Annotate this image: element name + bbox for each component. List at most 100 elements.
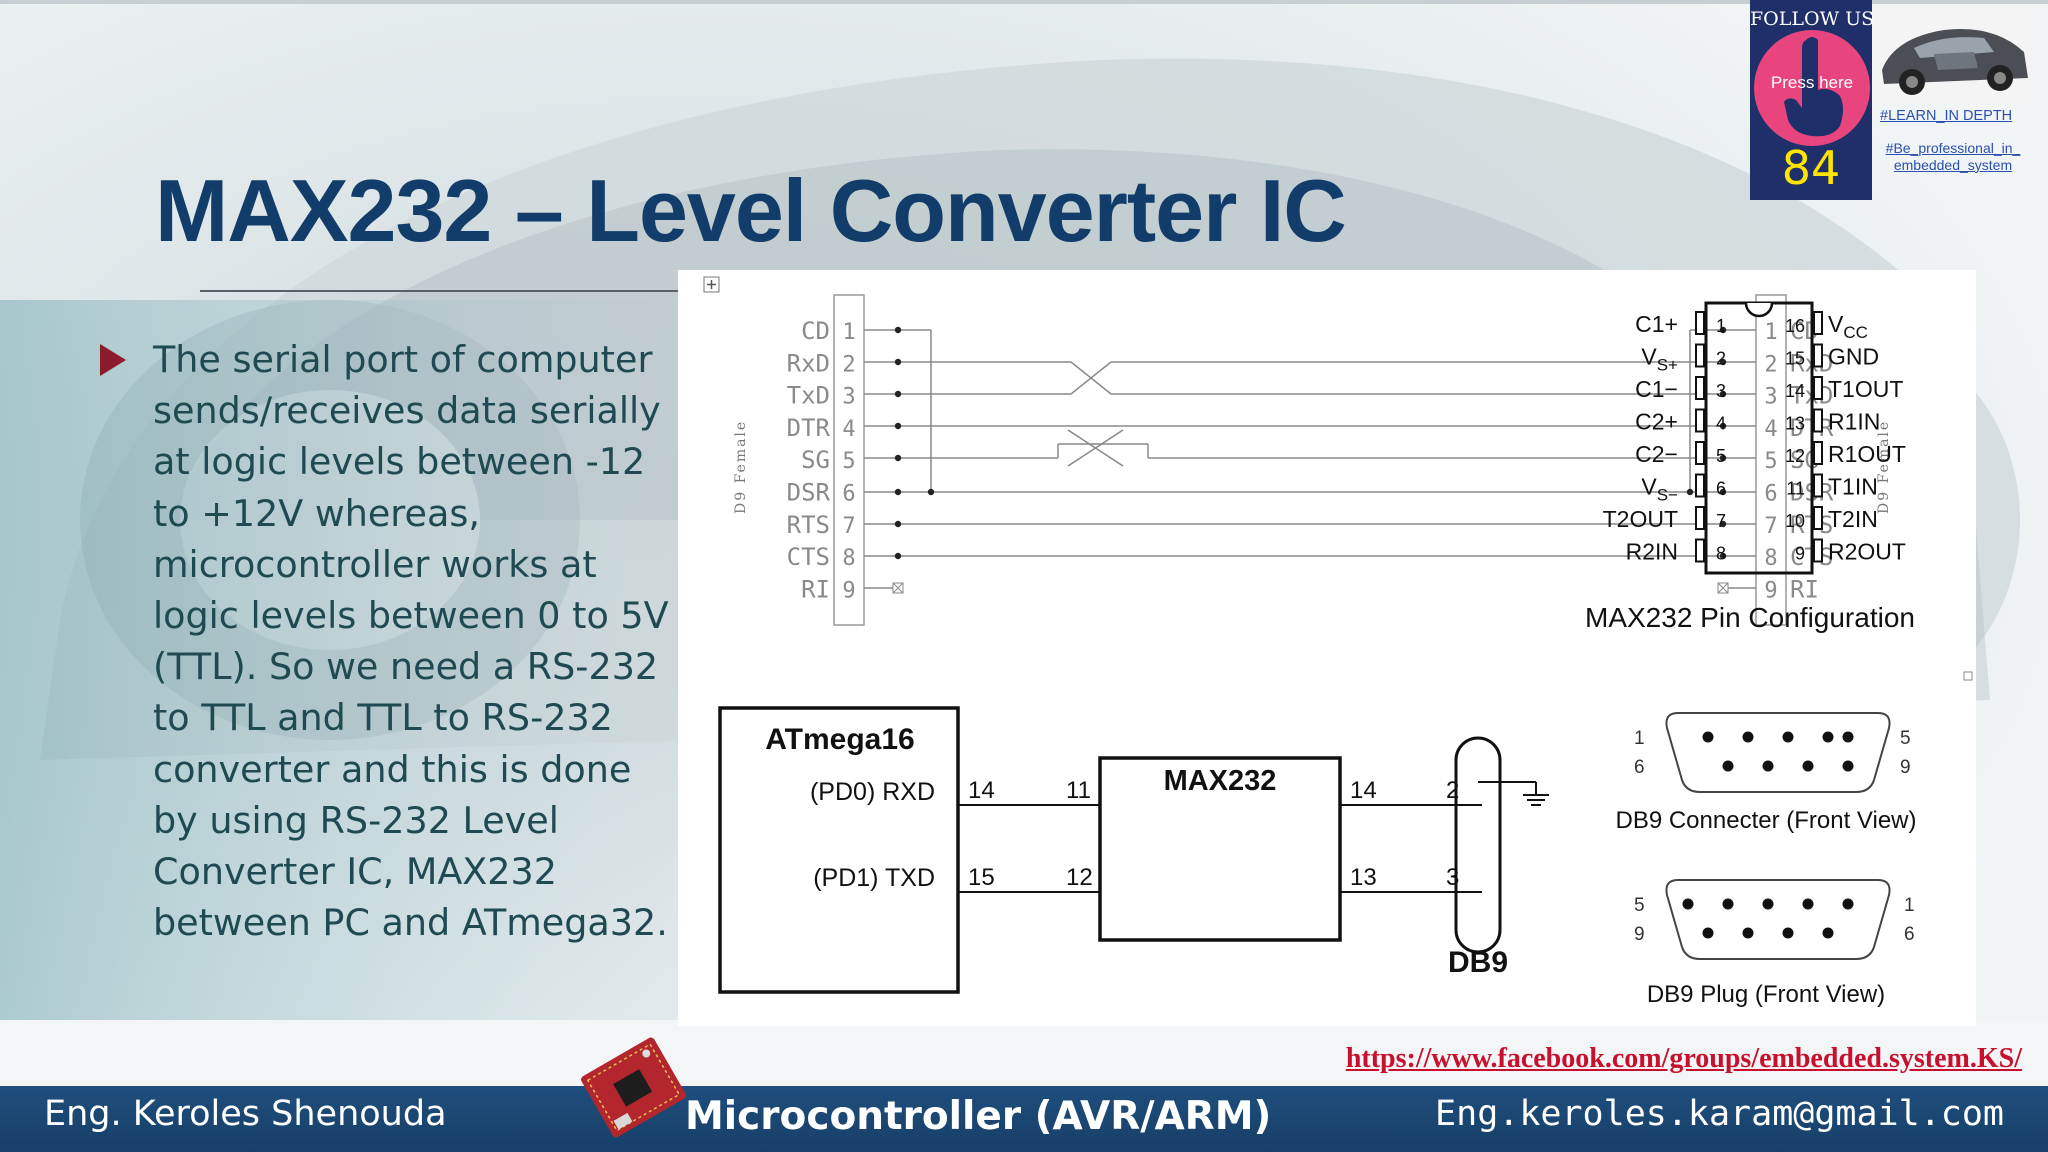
max232-pin-number: 2 <box>1716 349 1726 369</box>
footer-bar <box>0 1086 2048 1152</box>
bullet-arrow-icon <box>100 344 126 376</box>
pointing-hand-icon <box>1784 37 1843 137</box>
d9-left-pin-name: CTS <box>787 543 830 571</box>
d9-left-pin-number: 5 <box>842 449 855 474</box>
d9-right-pin-number: 2 <box>1764 352 1777 377</box>
max232-pin-name: VCC <box>1828 311 1868 342</box>
max232-pin-name: T2IN <box>1828 506 1878 532</box>
max232-pin-number: 10 <box>1785 511 1805 531</box>
wire-pin-number: 12 <box>1066 864 1093 891</box>
d9-right-pin-number: 9 <box>1764 578 1777 603</box>
max232-pin-stub <box>1813 408 1823 433</box>
d9-right-pin-name: RI <box>1790 575 1819 603</box>
max232-pin-number: 13 <box>1785 414 1805 434</box>
max232-pin-name: C2− <box>1635 441 1678 467</box>
connector-pin-1: 1 <box>1634 728 1645 749</box>
wire-pin-number: 14 <box>968 777 995 804</box>
max232-pin-name: VS+ <box>1641 344 1678 375</box>
max232-pin-name: R1OUT <box>1828 441 1906 467</box>
max232-pin-number: 11 <box>1786 479 1805 499</box>
max232-pin-name: R2OUT <box>1828 539 1906 565</box>
wire-pin-number: 3 <box>1446 864 1459 891</box>
d9-left-pin-name: RI <box>801 575 830 603</box>
resize-handle[interactable] <box>1963 671 1973 681</box>
max232-pin-name: T2OUT <box>1603 506 1678 532</box>
max232-pin-stub <box>1695 376 1705 400</box>
microcontroller-board-image <box>581 1037 686 1138</box>
plug-pin-5: 5 <box>1634 895 1645 916</box>
d9-right-pin-number: 8 <box>1764 546 1777 571</box>
max232-pin-stub <box>1813 538 1823 563</box>
max232-pinout: 1 C1+ 2 VS+ 3 C1− 4 C2+ 5 C2− 6 VS− 7 T2OUT 8 R2IN 16 VC… <box>1585 301 1915 633</box>
max232-pin-stub <box>1813 343 1823 368</box>
max232-pin-stub <box>1813 473 1823 498</box>
slide-title: MAX232 – Level Converter IC <box>155 161 1347 260</box>
max232-pin-name: GND <box>1828 344 1879 370</box>
bullet-text: The serial port of computer sends/receiv… <box>153 338 669 945</box>
page-number: 84 <box>1781 141 1841 195</box>
d9-right-pin-strip <box>1755 294 1787 626</box>
d9-left-pin-name: DSR <box>787 479 831 507</box>
max232-pin-name: VS− <box>1641 474 1678 505</box>
wire-pin-number: 2 <box>1446 777 1459 804</box>
max232-pin-stub <box>1695 506 1705 530</box>
max232-pin-number: 9 <box>1795 544 1805 564</box>
d9-right-pin-number: 1 <box>1764 320 1777 345</box>
footer-course-title: Microcontroller (AVR/ARM) <box>685 1094 1272 1139</box>
max232-pin-name: R1IN <box>1828 409 1880 435</box>
press-here-button[interactable]: Press here <box>1754 30 1870 146</box>
max232-notch <box>1744 302 1774 318</box>
max232-pin-number: 4 <box>1716 414 1726 434</box>
move-handle-icon[interactable] <box>703 276 720 293</box>
d9-right-pin-number: 5 <box>1764 449 1777 474</box>
hashtag-be-professional[interactable]: #Be_professional_in_ embedded_system <box>1885 140 2021 173</box>
atmega16-txd-pin: (PD1) TXD <box>813 864 935 892</box>
connector-pin-6: 6 <box>1634 757 1645 778</box>
hashtag-learn-in-depth[interactable]: #LEARN_IN DEPTH <box>1880 108 2013 124</box>
max232-pin-name: C1− <box>1635 376 1678 402</box>
plug-pin-1: 1 <box>1904 895 1915 916</box>
d9-left-pin-name: DTR <box>787 414 831 442</box>
max232-pin-stub <box>1695 408 1705 433</box>
d9-junction-dots <box>894 326 1727 560</box>
max232-pin-stub <box>1695 343 1705 368</box>
max232-pin-number: 16 <box>1785 316 1805 336</box>
d9-right-pin-number: 6 <box>1764 482 1777 507</box>
connector-caption: DB9 Connecter (Front View) <box>1615 807 1916 834</box>
title-divider <box>200 290 720 292</box>
max232-box-label: MAX232 <box>1164 765 1277 797</box>
wire-pin-number: 13 <box>1350 864 1377 891</box>
d9-left-side-label: D9 Female <box>733 420 749 514</box>
press-here-label: Press here <box>1770 73 1854 92</box>
d9-left-pin-number: 6 <box>842 482 855 507</box>
atmega16-box <box>718 706 960 994</box>
d9-right-pin-number: 3 <box>1764 385 1777 410</box>
max232-pin-stub <box>1813 311 1823 335</box>
d9-right-side-label: D9 Female <box>1876 420 1892 514</box>
car-thumbnail <box>1874 8 2034 103</box>
d9-left-pin-number: 8 <box>842 546 855 571</box>
max232-pin-caption: MAX232 Pin Configuration <box>1585 602 1915 633</box>
facebook-group-link[interactable]: https://www.facebook.com/groups/embedded… <box>1345 1043 2022 1074</box>
d9-left-pin-number: 2 <box>842 352 855 377</box>
max232-pin-name: C1+ <box>1635 311 1678 337</box>
d9-left-pin-name: CD <box>801 317 830 345</box>
d9-left-pin-name: TxD <box>787 382 830 410</box>
max232-pin-name: C2+ <box>1635 409 1678 435</box>
max232-pin-number: 6 <box>1716 479 1726 499</box>
d9-left-pin-number: 7 <box>842 514 855 539</box>
plug-pin-6: 6 <box>1904 924 1915 945</box>
d9-left-pin-number: 1 <box>842 320 855 345</box>
max232-pin-name: T1OUT <box>1828 376 1903 402</box>
max232-pin-name: R2IN <box>1626 539 1678 565</box>
plug-caption: DB9 Plug (Front View) <box>1647 981 1885 1008</box>
max232-pin-stub <box>1813 506 1823 530</box>
follow-us-badge[interactable]: FOLLOW US Press here 84 <box>1750 0 1874 200</box>
max232-pin-number: 7 <box>1716 511 1726 531</box>
d9-right-pin-number: 7 <box>1764 514 1777 539</box>
max232-pin-stub <box>1695 473 1705 498</box>
max232-pin-number: 5 <box>1716 446 1726 466</box>
footer-email[interactable]: Eng.keroles.karam@gmail.com <box>1435 1094 2004 1134</box>
